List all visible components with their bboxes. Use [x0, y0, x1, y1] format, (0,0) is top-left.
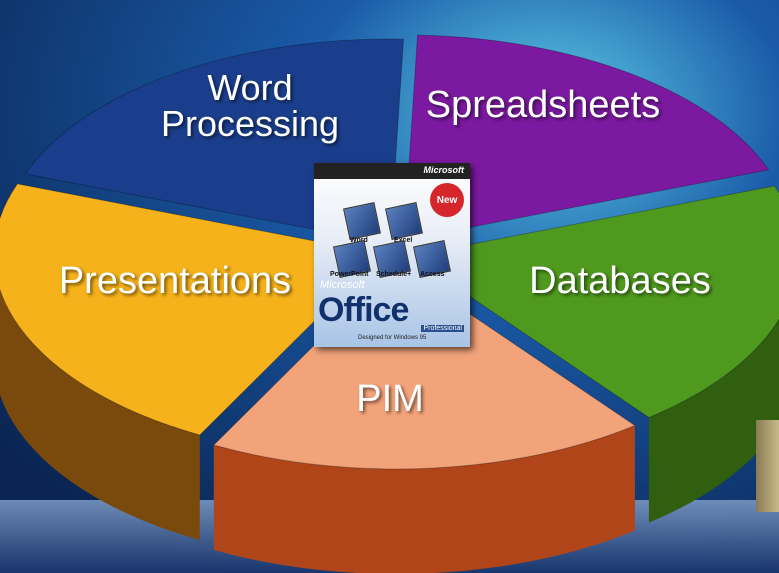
word-app-icon	[343, 202, 381, 240]
slice-spreadsheets	[403, 34, 770, 241]
box-platform: Designed for Windows 95	[358, 335, 427, 341]
slice-presentations	[0, 183, 384, 436]
box-product-name: Office	[318, 291, 409, 329]
office-product-box: Microsoft New Word Excel PowerPoint Sche…	[314, 163, 470, 347]
app-label-access: Access	[420, 271, 445, 278]
box-top-bar	[314, 163, 470, 179]
label-word-processing: Word Processing	[160, 67, 340, 144]
slice-pim	[212, 263, 636, 470]
box-ms-label: Microsoft	[320, 279, 365, 291]
app-label-powerpoint: PowerPoint	[330, 271, 369, 278]
slice-side-pim	[213, 425, 635, 573]
side-thumbnail	[756, 420, 779, 512]
label-spreadsheets: Spreadsheets	[425, 84, 661, 126]
excel-app-icon	[385, 202, 423, 240]
slice-word	[24, 38, 405, 245]
slice-databases	[408, 185, 779, 419]
box-brand: Microsoft	[423, 165, 465, 175]
label-presentations: Presentations	[58, 260, 292, 302]
slice-side-presentations	[0, 289, 200, 540]
app-label-schedule: Schedule+	[376, 271, 412, 278]
slice-side-databases	[648, 319, 779, 523]
label-pim: PIM	[356, 378, 424, 420]
label-databases: Databases	[529, 260, 711, 302]
new-badge: New	[430, 183, 464, 217]
box-edition: Professional	[421, 325, 464, 332]
